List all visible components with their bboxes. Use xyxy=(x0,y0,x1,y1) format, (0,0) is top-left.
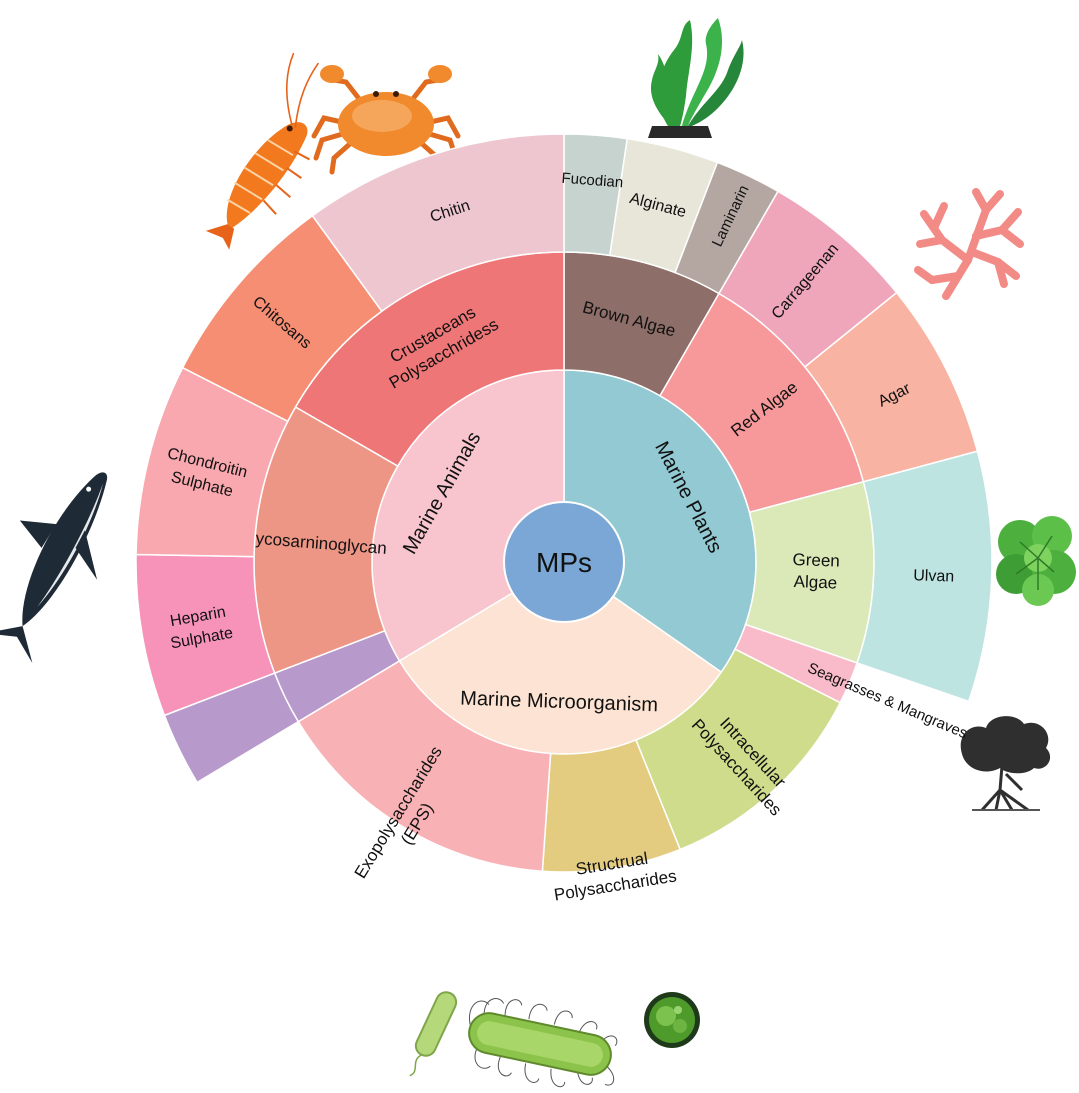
bacterium-icon xyxy=(409,991,458,1077)
crab-icon xyxy=(311,65,461,175)
shark-icon xyxy=(0,472,108,664)
microalgae-cell-icon xyxy=(644,992,700,1048)
center-label: MPs xyxy=(536,547,592,578)
segment-ulvan-shape xyxy=(856,450,993,703)
green-algae-icon xyxy=(996,516,1076,606)
segment-exopolysaccharides-shape xyxy=(297,659,552,873)
segment-exopolysaccharides xyxy=(297,659,552,873)
segment-green-algae-label: GreenAlgae xyxy=(792,550,841,593)
segment-ulvan-label: Ulvan xyxy=(913,567,954,585)
shrimp-icon xyxy=(205,52,320,250)
segment-chitin-shape xyxy=(311,133,565,313)
segment-chitin xyxy=(311,133,565,313)
mangrove-tree-icon xyxy=(960,716,1051,812)
center-hub: MPs xyxy=(503,501,625,623)
coral-icon xyxy=(914,188,1024,300)
segment-ulvan xyxy=(856,450,993,703)
bacterium-flagella-icon xyxy=(468,998,618,1088)
center-circle xyxy=(503,501,625,623)
segment-fucodian-label: Fucodian xyxy=(561,170,624,192)
seaweed-icon xyxy=(648,18,744,138)
